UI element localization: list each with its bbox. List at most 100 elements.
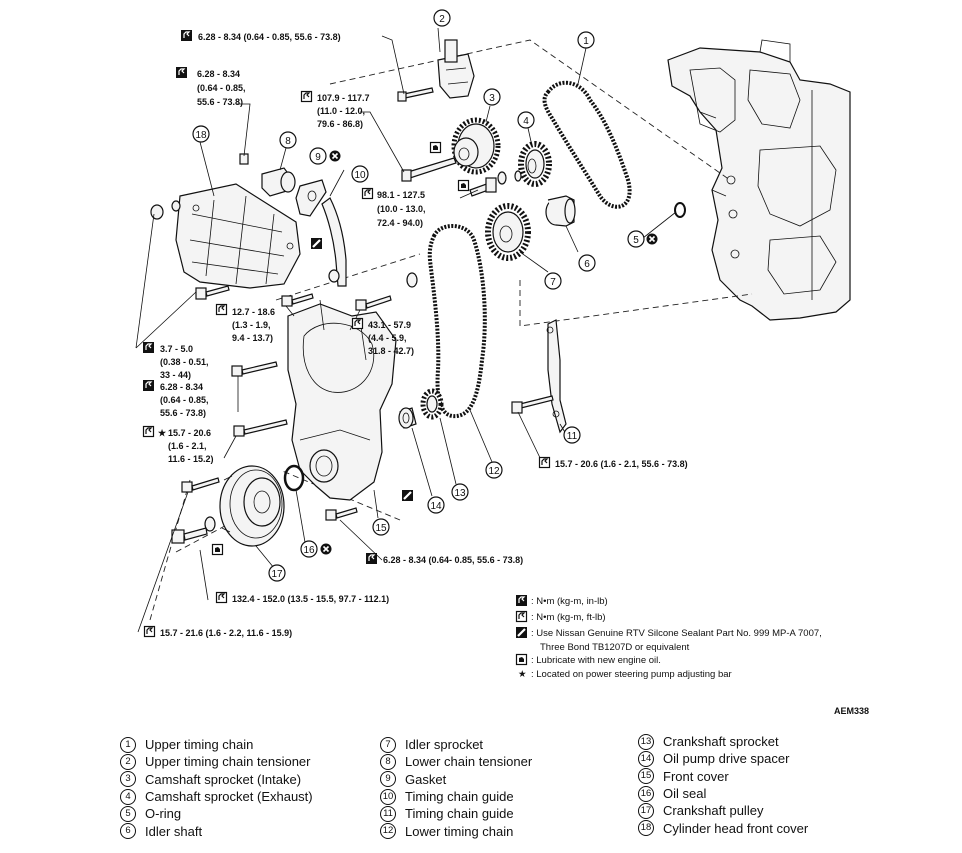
part-label-11: 11 xyxy=(563,426,581,444)
part-label-10: 10 xyxy=(351,165,369,183)
svg-text:4: 4 xyxy=(523,116,529,127)
svg-text:13: 13 xyxy=(454,488,466,499)
part-label-14: 14 xyxy=(427,496,445,514)
part-label-2: 2 xyxy=(433,9,451,27)
timing-chain-guide-lower xyxy=(546,319,567,434)
part-label-4: 4 xyxy=(517,111,535,129)
oil-pump-drive-spacer xyxy=(398,407,417,429)
svg-text:17: 17 xyxy=(271,569,283,580)
torque-callout-cover-upper-bolt: 12.7 - 18.6 (1.3 - 1.9, 9.4 - 13.7) xyxy=(215,303,275,343)
svg-text:6.28 - 8.34 (0.64- 0.85, 55.6: 6.28 - 8.34 (0.64- 0.85, 55.6 - 73.8) xyxy=(383,555,523,565)
star-icon: ★ xyxy=(518,669,527,680)
part-label-5: 5 xyxy=(627,230,645,248)
upper-timing-chain xyxy=(542,80,632,209)
part-label-17: 17 xyxy=(268,564,286,582)
torque-spec-text: 6.28 - 8.34 (0.64 - 0.85, 55.6 - 73.8) xyxy=(198,32,341,42)
chain-guide-bolt xyxy=(511,395,554,414)
svg-text:(4.4 - 5.9,: (4.4 - 5.9, xyxy=(368,333,407,343)
torque-callout-head-cover-bolt: 6.28 - 8.34 (0.64 - 0.85, 55.6 - 73.8) xyxy=(142,379,209,418)
svg-text:16: 16 xyxy=(303,545,315,556)
camshaft-bolt xyxy=(401,157,457,182)
svg-text:3.7 - 5.0: 3.7 - 5.0 xyxy=(160,344,193,354)
torque-callout-front-cover-bolt: 6.28 - 8.34 (0.64- 0.85, 55.6 - 73.8) xyxy=(365,552,523,565)
torque-callout-ps-bracket-bolt: ★ 15.7 - 20.6 (1.6 - 2.1, 11.6 - 15.2) xyxy=(142,425,214,464)
svg-text:5: 5 xyxy=(633,235,639,246)
part-label-9: 9 xyxy=(309,147,327,165)
alignment-lines xyxy=(149,39,753,621)
crankshaft-pulley xyxy=(219,465,285,547)
svg-text:: Lubricate with new engine oi: : Lubricate with new engine oil. xyxy=(531,655,661,666)
camshaft-sprocket-intake xyxy=(451,117,501,175)
idler-bolt xyxy=(469,177,497,197)
torque-callout-head-cover-nut: 3.7 - 5.0 (0.38 - 0.51, 33 - 44) xyxy=(142,341,209,380)
crankshaft-sprocket xyxy=(420,388,444,420)
torque-callout-idler-bolt: 98.1 - 127.5 (10.0 - 13.0, 72.4 - 94.0) xyxy=(361,187,426,228)
svg-text:15.7 - 20.6: 15.7 - 20.6 xyxy=(168,428,211,438)
part-label-15: 15 xyxy=(372,518,390,536)
upper-chain-tensioner xyxy=(437,39,475,99)
svg-text:: N•m (kg-m, in-lb): : N•m (kg-m, in-lb) xyxy=(531,596,608,607)
torque-callout-camshaft-bolt: 107.9 - 117.7 (11.0 - 12.0, 79.6 - 86.8) xyxy=(300,90,370,129)
svg-text:(11.0 - 12.0,: (11.0 - 12.0, xyxy=(317,106,365,116)
part-label-12: 12 xyxy=(485,461,503,479)
svg-text:3: 3 xyxy=(489,93,495,104)
part-label-8: 8 xyxy=(279,131,297,149)
svg-text:(0.38 - 0.51,: (0.38 - 0.51, xyxy=(160,357,209,367)
svg-text:9: 9 xyxy=(315,152,321,163)
svg-text:: Located on power steering pu: : Located on power steering pump adjusti… xyxy=(531,669,732,680)
cylinder-head-front-cover xyxy=(175,183,301,289)
svg-text:6.28 - 8.34: 6.28 - 8.34 xyxy=(197,69,240,79)
svg-text:(0.64 - 0.85,: (0.64 - 0.85, xyxy=(160,395,209,405)
part-label-16: 16 xyxy=(300,540,318,558)
leader-lines xyxy=(135,27,677,633)
svg-text:(1.6 - 2.1,: (1.6 - 2.1, xyxy=(168,441,207,451)
part-number-labels: 2 1 3 4 18 8 9 10 5 6 7 11 12 13 14 15 1… xyxy=(192,9,645,582)
tensioner-bolt xyxy=(397,87,434,102)
svg-text:6: 6 xyxy=(584,259,590,270)
idler-shaft xyxy=(545,195,576,227)
part-label-13: 13 xyxy=(451,483,469,501)
svg-text:14: 14 xyxy=(430,501,442,512)
svg-text:★: ★ xyxy=(158,428,167,438)
svg-text:Three Bond TB1207D or equivale: Three Bond TB1207D or equivalent xyxy=(540,642,690,653)
svg-text:8: 8 xyxy=(285,136,291,147)
svg-text:18: 18 xyxy=(195,130,207,141)
torque-callout-lower-tensioner: 6.28 - 8.34 (0.64 - 0.85, 55.6 - 73.8) xyxy=(175,66,246,107)
oil-seal xyxy=(283,464,305,492)
front-cover xyxy=(287,299,397,501)
torque-callout-lower-bolt: 15.7 - 21.6 (1.6 - 2.2, 11.6 - 15.9) xyxy=(143,625,292,638)
lower-chain-tensioner xyxy=(239,153,296,197)
crank-washer xyxy=(406,272,418,288)
svg-text:15.7 - 21.6 (1.6 - 2.2, 11.6 -: 15.7 - 21.6 (1.6 - 2.2, 11.6 - 15.9) xyxy=(160,628,292,638)
svg-text:: N•m (kg-m, ft-lb): : N•m (kg-m, ft-lb) xyxy=(531,612,606,623)
svg-text:33 - 44): 33 - 44) xyxy=(160,370,191,380)
o-ring xyxy=(674,202,686,218)
svg-text:11.6 - 15.2): 11.6 - 15.2) xyxy=(168,454,214,464)
svg-text:9.4 - 13.7): 9.4 - 13.7) xyxy=(232,333,273,343)
svg-text:12.7 - 18.6: 12.7 - 18.6 xyxy=(232,307,275,317)
part-label-7: 7 xyxy=(544,272,562,290)
svg-text:6.28 - 8.34: 6.28 - 8.34 xyxy=(160,382,203,392)
torque-callout-cover-side-bolt: 43.1 - 57.9 (4.4 - 5.9, 31.8 - 42.7) xyxy=(351,317,414,356)
svg-text:(0.64 - 0.85,: (0.64 - 0.85, xyxy=(197,83,246,93)
svg-text:: Use Nissan Genuine RTV Silco: : Use Nissan Genuine RTV Silcone Sealant… xyxy=(531,628,822,639)
torque-wrench-outline-icon xyxy=(515,610,528,623)
torque-wrench-filled-icon xyxy=(515,594,528,607)
lower-timing-chain xyxy=(427,224,487,419)
symbol-legend: : N•m (kg-m, in-lb) : N•m (kg-m, ft-lb) … xyxy=(514,594,822,680)
svg-text:15: 15 xyxy=(375,523,387,534)
